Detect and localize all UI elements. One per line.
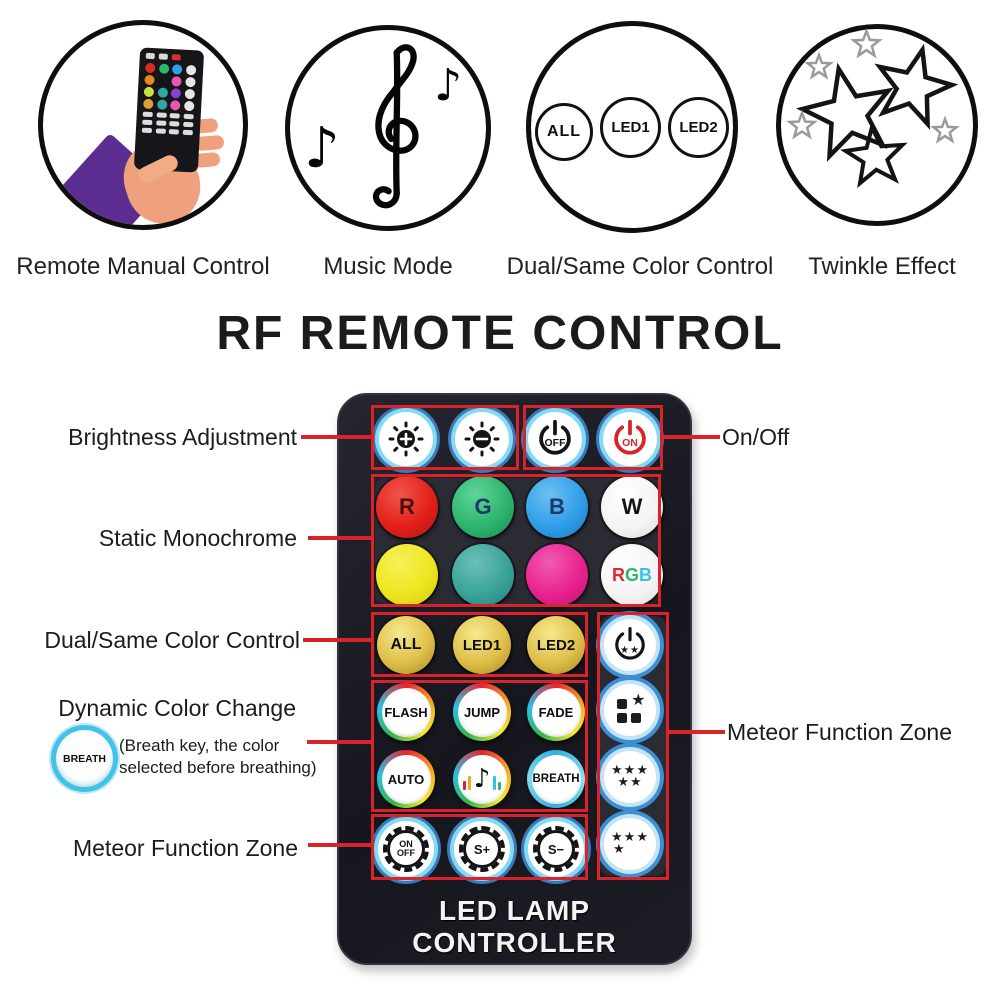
power-off-button[interactable]: OFF [528,412,582,466]
meteor-onoff-button[interactable]: ON OFF [378,821,434,877]
off-label: OFF [544,436,566,449]
music-button[interactable]: ♪ [453,750,511,808]
treble-clef-icon [372,44,419,209]
speed-plus-button[interactable]: S+ [454,821,510,877]
meteor-stars-4-button[interactable]: ★★★ ★ [604,818,656,870]
color-red-button[interactable]: R [376,476,438,538]
label-dual-same-color: Dual/Same Color Control [44,627,300,653]
label-on-off: On/Off [722,424,790,450]
color-magenta-button[interactable] [526,544,588,606]
page-title: RF REMOTE CONTROL [216,307,784,360]
all-button[interactable]: ALL [377,616,435,674]
twinkle-effect-illustration [776,24,978,226]
color-white-button[interactable]: W [601,476,663,538]
mini-remote-illustration [133,47,205,173]
leader-line [666,730,725,734]
music-equalizer-icon: ♪ [462,766,502,792]
sun-plus-icon [388,421,424,457]
brightness-down-button[interactable] [455,412,509,466]
brightness-up-button[interactable] [379,412,433,466]
breath-key-note: (Breath key, the color selected before b… [119,736,317,777]
color-green-button[interactable]: G [452,476,514,538]
meteor-power-button[interactable]: ★★ [604,619,656,671]
meteor-stars-5-button[interactable]: ★★★ ★★ [604,751,656,803]
color-teal-button[interactable] [452,544,514,606]
on-label: ON [622,436,638,449]
leader-line [303,638,372,642]
led2-button[interactable]: LED2 [527,616,585,674]
leader-line [307,740,372,744]
led1-button[interactable]: LED1 [453,616,511,674]
feature-caption: Twinkle Effect [808,253,956,280]
feature-caption: Music Mode [323,253,453,280]
power-stars-icon [615,627,645,660]
flash-button[interactable]: FLASH [377,683,435,741]
remote-manual-control-illustration [38,20,248,230]
label-brightness-adjustment: Brightness Adjustment [68,424,297,450]
led1-circle-icon: LED1 [600,96,661,158]
feature-caption: Remote Manual Control [16,253,270,280]
speed-minus-button[interactable]: S− [528,821,584,877]
sun-minus-icon [464,421,500,457]
gear-icon: ON OFF [383,826,429,872]
label-meteor-zone-left: Meteor Function Zone [72,835,298,861]
music-note-icon: ♪ [304,116,340,181]
label-static-monochrome: Static Monochrome [98,525,297,551]
remote-brand-text: LED LAMP CONTROLLER [412,895,617,958]
led2-circle-icon: LED2 [668,96,729,158]
label-dynamic-color-change: Dynamic Color Change [58,695,296,721]
fade-button[interactable]: FADE [527,683,585,741]
music-mode-illustration: ♪ ♪ [285,25,491,231]
breath-key-badge: BREATH [56,730,113,787]
power-icon [539,419,571,455]
power-icon [614,419,646,455]
music-note-icon: ♪ [434,60,463,111]
jump-button[interactable]: JUMP [453,683,511,741]
color-yellow-button[interactable] [376,544,438,606]
gear-icon: S+ [459,826,505,872]
breath-button[interactable]: BREATH [527,750,585,808]
leader-line [308,843,372,847]
auto-button[interactable]: AUTO [377,750,435,808]
leader-line [301,435,371,439]
meteor-pattern-button[interactable]: ★ [604,684,656,736]
power-on-button[interactable]: ON [603,412,657,466]
squares-star-icon: ★ [616,690,646,724]
dual-same-color-illustration: ALL LED1 LED2 [526,21,738,233]
leader-line [660,435,720,439]
feature-caption: Dual/Same Color Control [506,253,774,280]
label-meteor-zone-right: Meteor Function Zone [727,719,953,745]
gear-icon: S− [533,826,579,872]
leader-line [308,536,372,540]
stars-icon [789,30,961,186]
color-blue-button[interactable]: B [526,476,588,538]
all-circle-icon: ALL [535,103,593,161]
